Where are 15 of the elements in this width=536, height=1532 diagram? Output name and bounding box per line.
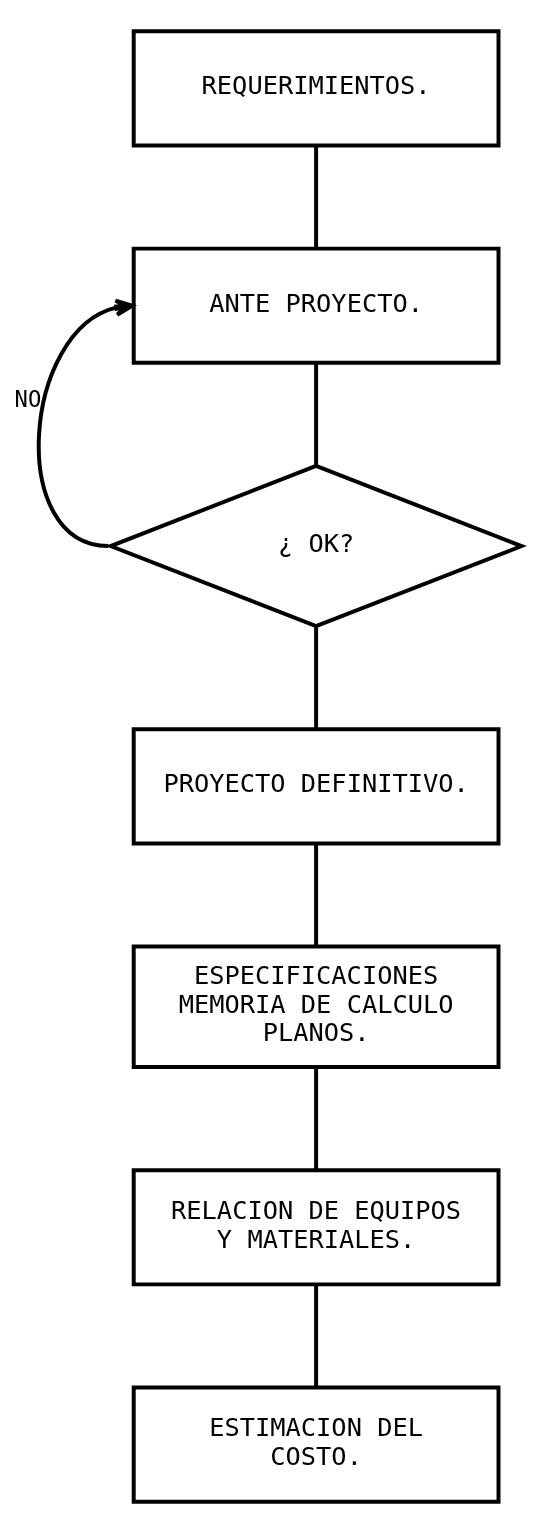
node-box: REQUERIMIENTOS. — [131, 28, 501, 148]
node-box: RELACION DE EQUIPOS Y MATERIALES. — [131, 1167, 501, 1286]
arrow — [37, 298, 135, 548]
connector — [314, 626, 319, 729]
node-box: ESTIMACION DEL COSTO. — [131, 1384, 501, 1504]
node-diamond: ¿ OK? — [105, 463, 527, 628]
connector — [314, 1284, 319, 1387]
connector — [314, 1066, 319, 1170]
connector — [314, 145, 319, 248]
node-box: ANTE PROYECTO. — [131, 246, 501, 365]
node-box: ESPECIFICACIONES MEMORIA DE CALCULO PLANOS. — [131, 944, 501, 1069]
connector — [314, 843, 319, 946]
node-box: PROYECTO DEFINITIVO. — [131, 726, 501, 845]
edge-label: NO — [14, 385, 42, 412]
connector — [314, 362, 319, 466]
